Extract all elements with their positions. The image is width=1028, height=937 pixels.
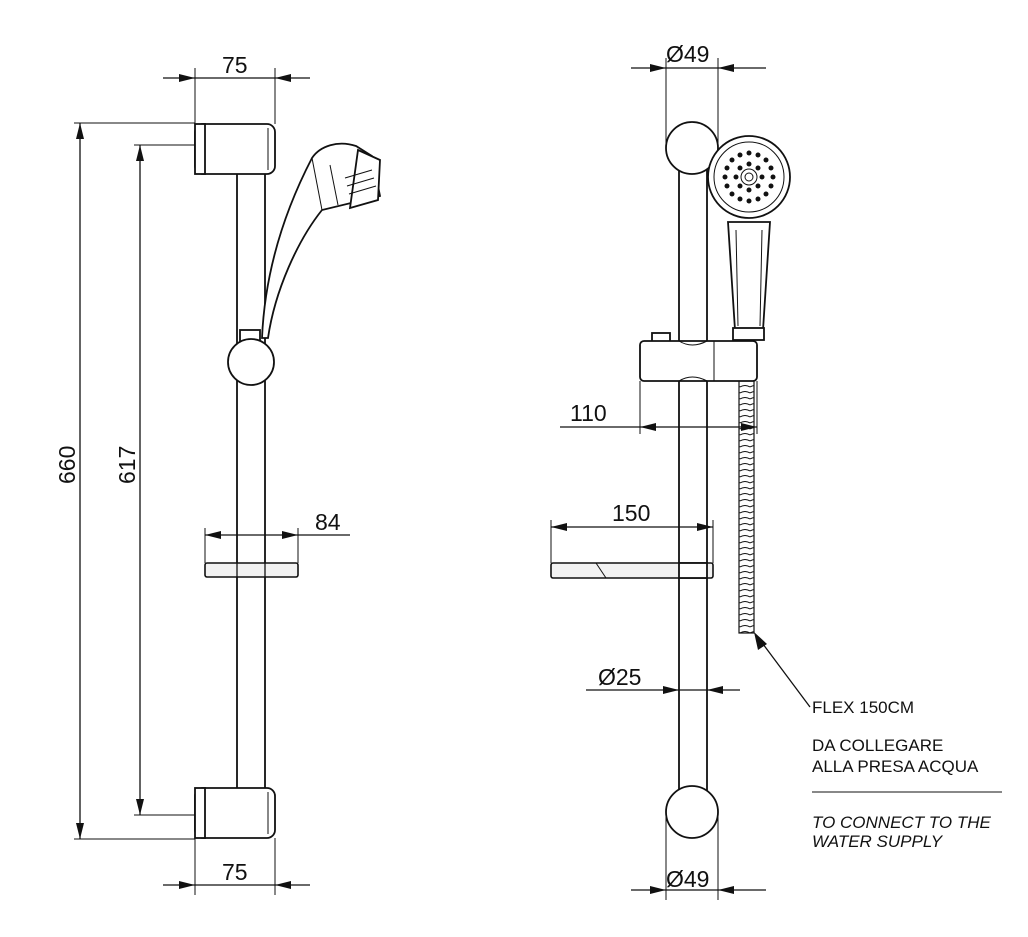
dim-hose-offset: 110	[560, 381, 758, 434]
side-bottom-bracket	[194, 787, 276, 839]
dim-label-side-top: 75	[222, 52, 248, 78]
dim-label-110: 110	[570, 400, 607, 426]
flex-leader	[754, 632, 811, 708]
dim-label-rail-diameter: Ø25	[598, 664, 641, 690]
dim-front-top-diameter: Ø49	[631, 41, 766, 148]
dim-overall-height: 660	[54, 122, 195, 840]
dim-label-617: 617	[114, 446, 140, 484]
side-rail	[236, 164, 266, 796]
dim-side-bottom-width: 75	[163, 838, 310, 895]
side-slider	[227, 329, 275, 386]
dim-soap-dish-front: 150	[550, 500, 714, 563]
dim-rail-diameter: Ø25	[586, 664, 740, 694]
dim-label-150: 150	[612, 500, 650, 526]
dim-label-660: 660	[54, 446, 80, 484]
spray-nozzles	[722, 150, 776, 204]
side-top-bracket	[194, 123, 276, 175]
front-bottom-bracket	[665, 785, 719, 839]
note-it-line1: DA COLLEGARE	[812, 736, 943, 755]
front-hand-shower	[707, 135, 791, 341]
dim-label-bottom-diameter: Ø49	[666, 866, 709, 892]
side-view: 75 75 660 617	[54, 52, 382, 895]
front-slider	[639, 332, 758, 382]
dim-front-bottom-diameter: Ø49	[631, 812, 766, 900]
flex-hose	[738, 379, 755, 634]
front-rail	[678, 159, 708, 801]
note-en-line2: WATER SUPPLY	[812, 832, 944, 851]
side-hand-shower	[261, 142, 382, 339]
dim-soap-dish-side: 84	[204, 509, 350, 563]
front-soap-dish	[550, 562, 714, 579]
side-soap-dish	[204, 562, 299, 578]
dim-label-side-bottom: 75	[222, 859, 248, 885]
front-view: Ø49 Ø49 110 150	[550, 41, 1002, 900]
dim-fixing-centers: 617	[114, 144, 195, 816]
dim-label-84: 84	[315, 509, 341, 535]
note-flex: FLEX 150CM	[812, 698, 914, 717]
dim-label-top-diameter: Ø49	[666, 41, 709, 67]
note-it-line2: ALLA PRESA ACQUA	[812, 757, 979, 776]
note-en-line1: TO CONNECT TO THE	[812, 813, 991, 832]
dim-side-top-width: 75	[163, 52, 310, 124]
